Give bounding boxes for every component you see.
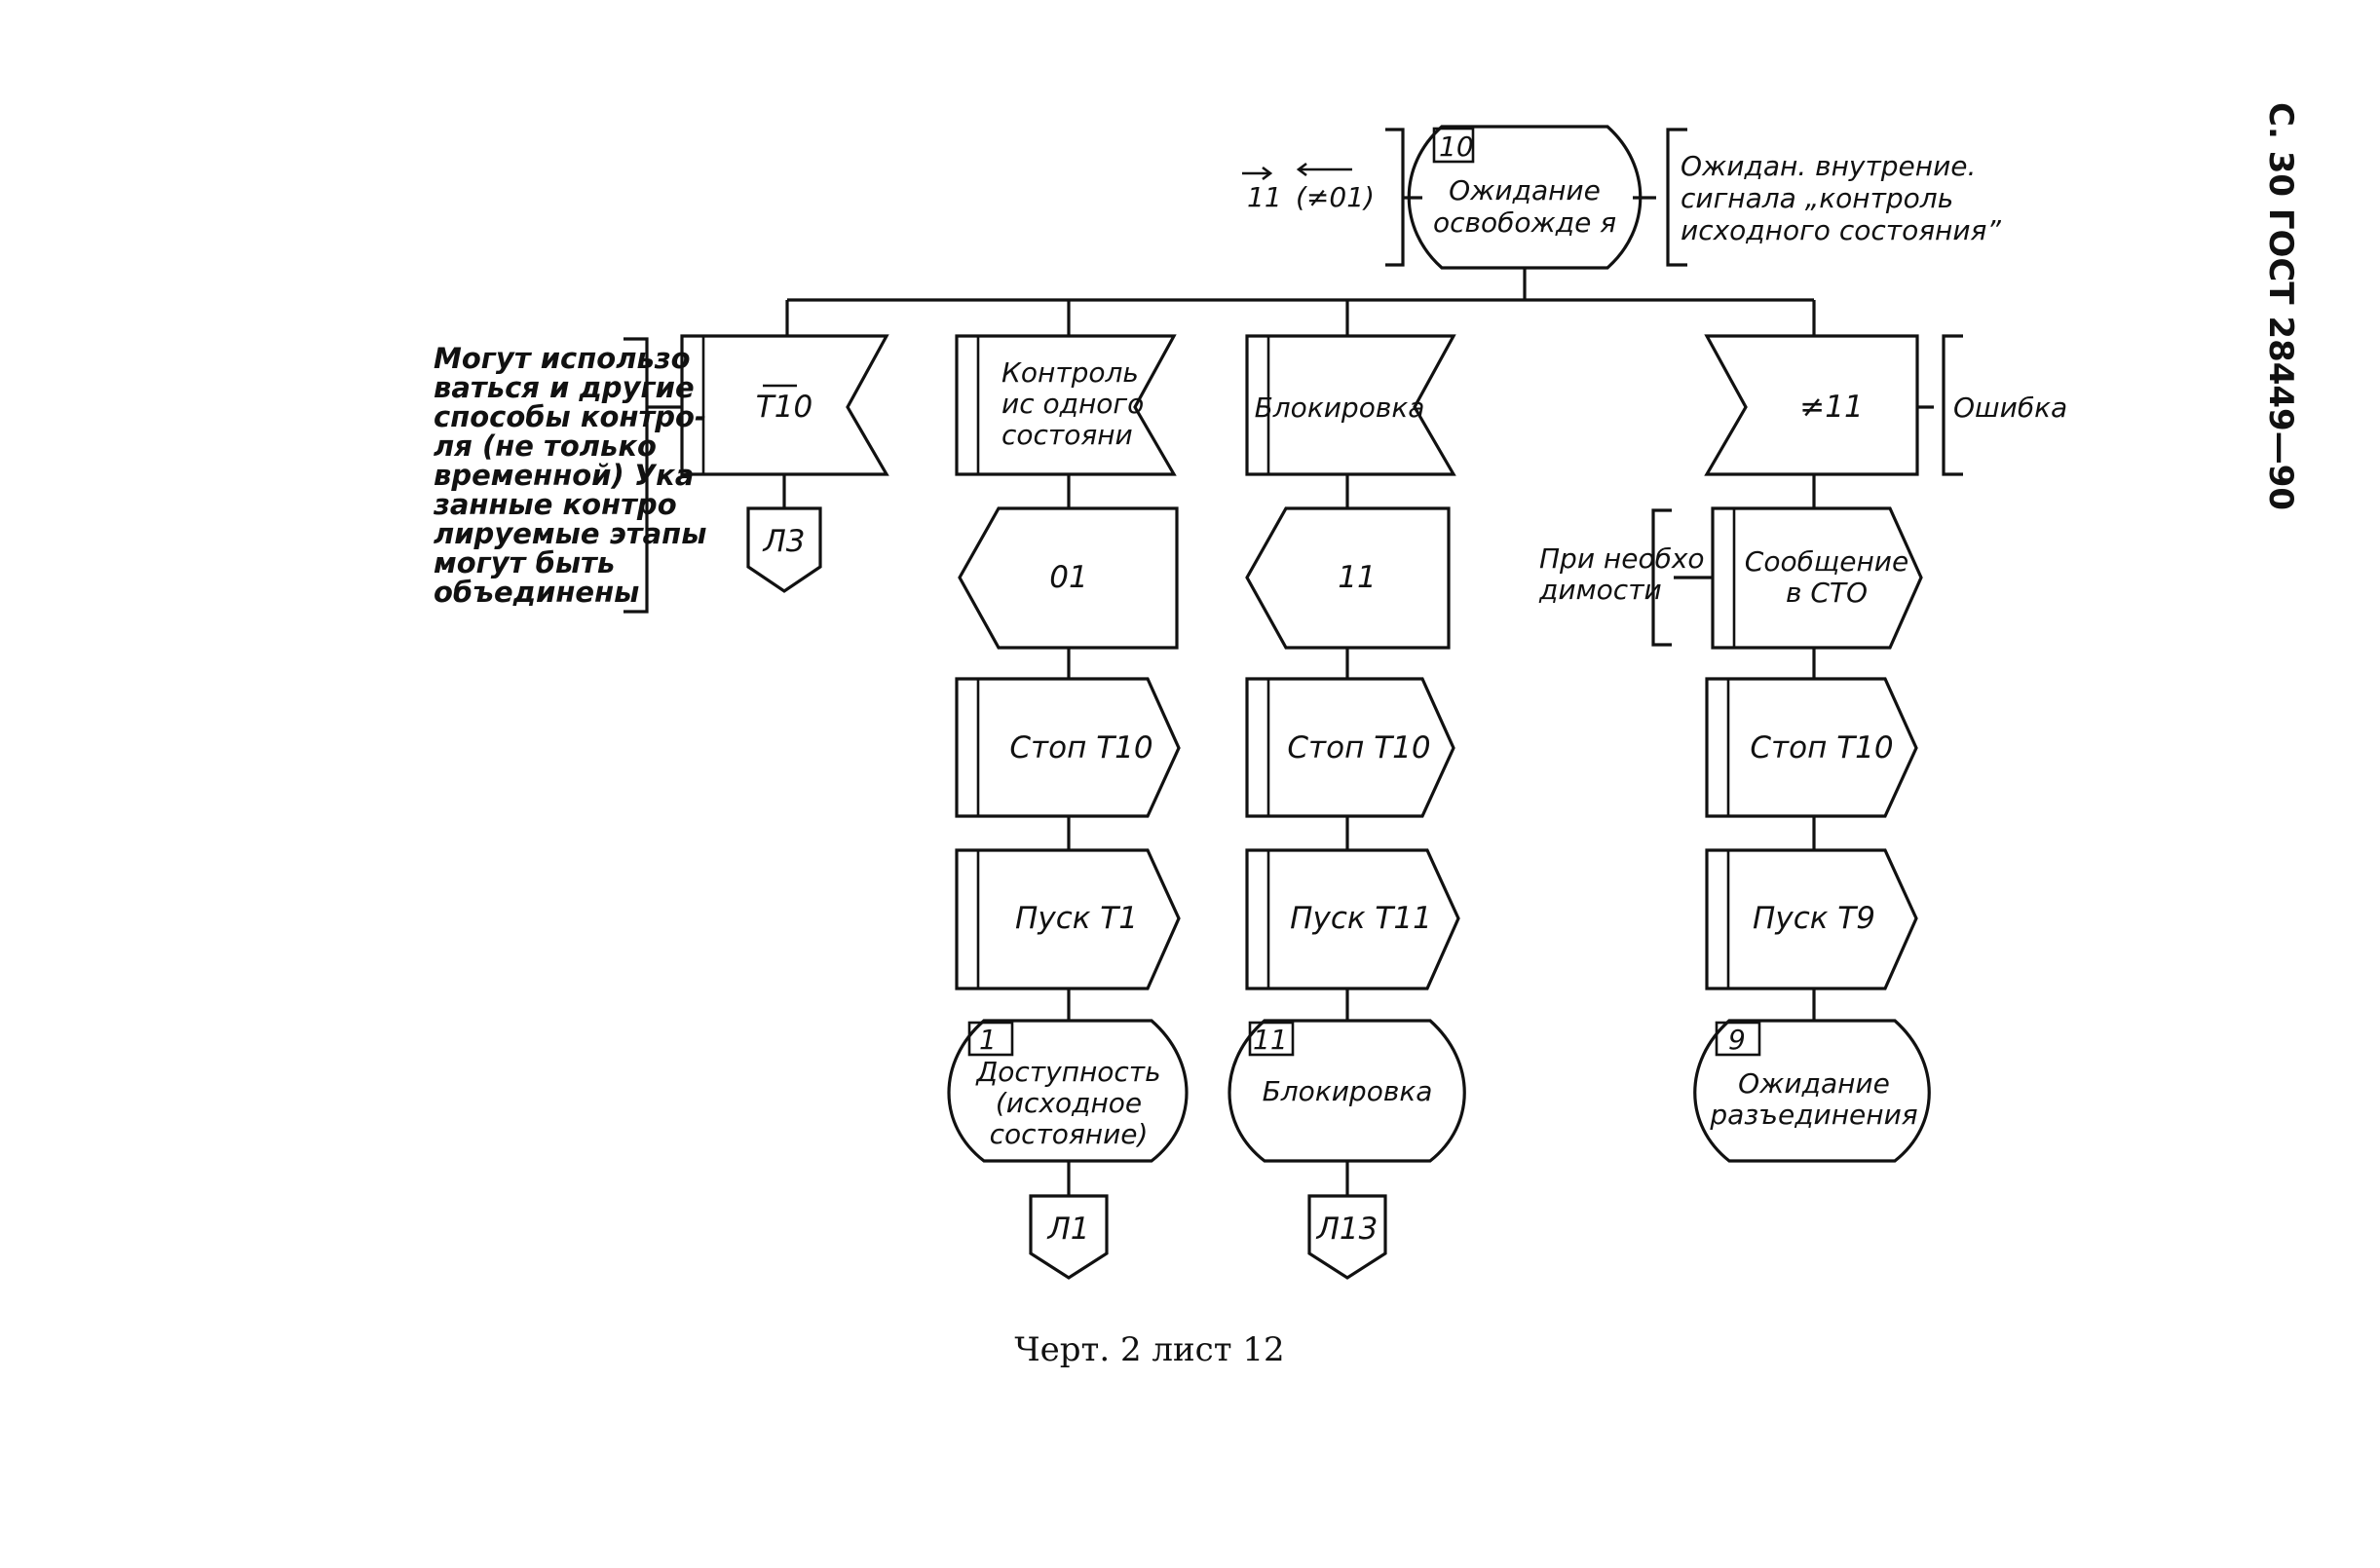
output-message-sto-label-2: в СТО <box>1786 577 1868 609</box>
connector-l3 <box>746 506 822 593</box>
task-stop-t10-c-label: Стоп T10 <box>1750 730 1893 765</box>
output-message-sto-comment-2: димости <box>1538 574 1662 606</box>
state-10-right-comment: Ожидан. внутрение. сигнала „контроль исх… <box>1633 128 2001 267</box>
state-10-right-comment-1: Ожидан. внутрение. <box>1681 150 1976 182</box>
input-not-11 <box>1704 334 1919 476</box>
state-9-label-2: разъединения <box>1709 1099 1917 1131</box>
state-1-number: 1 <box>979 1024 997 1056</box>
state-10-label-1: Ожидание <box>1449 174 1601 206</box>
connector-l13-label: Л13 <box>1316 1212 1379 1247</box>
state-10-comment-signal: 11 <box>1247 181 1282 213</box>
left-note-line-5: временной) Ука <box>434 459 694 492</box>
col4: ≠11 Ошибка Сообщение в СТО При необхо ди… <box>1538 334 2067 1163</box>
state-11-number: 11 <box>1253 1024 1288 1056</box>
output-11-label: 11 <box>1338 560 1376 595</box>
left-note-line-1: Могут использо <box>434 342 691 375</box>
col1: T10 Л3 <box>680 334 889 593</box>
task-stop-t10 <box>955 677 1181 818</box>
connector-l1 <box>1029 1194 1109 1280</box>
input-t10-label: T10 <box>756 390 812 425</box>
task-stop-t10-b <box>1245 677 1455 818</box>
connector-l13 <box>1307 1194 1387 1280</box>
output-message-sto <box>1711 506 1923 650</box>
figure-caption: Черт. 2 лист 12 <box>1014 1330 1284 1369</box>
task-start-t9-label: Пуск T9 <box>1753 901 1875 936</box>
output-message-sto-comment-1: При необхо <box>1539 542 1705 575</box>
left-note-line-7: лируемые этапы <box>434 517 706 550</box>
state-9 <box>1693 1019 1931 1163</box>
output-message-sto-label-1: Сообщение <box>1745 545 1908 578</box>
connector-l1-label: Л1 <box>1046 1212 1089 1247</box>
flow-bus <box>785 268 1816 336</box>
left-note-line-3: способы контро- <box>434 400 706 433</box>
left-note-line-8: могут быть <box>434 546 615 579</box>
state-1-label-3: состояние) <box>990 1118 1149 1150</box>
state-9-label-1: Ожидание <box>1738 1067 1890 1100</box>
state-10-right-comment-2: сигнала „контроль <box>1681 182 1953 214</box>
state-10-label-2: освобожде я <box>1433 206 1616 239</box>
task-start-t11-label: Пуск T11 <box>1290 901 1432 936</box>
input-blocking-label: Блокировка <box>1255 392 1425 424</box>
connector-l3-label: Л3 <box>762 524 805 559</box>
state-1-label-2: (исходное <box>996 1087 1142 1119</box>
input-control-label-3: состояни <box>1001 419 1133 451</box>
task-stop-t10-c <box>1705 677 1918 818</box>
input-control-label-2: ис одного <box>1001 388 1144 420</box>
state-9-number: 9 <box>1728 1024 1746 1056</box>
left-note: Могут использо ваться и другие способы к… <box>433 337 706 614</box>
output-01-label: 01 <box>1049 560 1087 595</box>
input-not-11-label: ≠11 <box>1799 390 1863 425</box>
state-10-number: 10 <box>1439 131 1474 163</box>
input-blocking <box>1245 334 1456 476</box>
output-11 <box>1245 506 1451 650</box>
input-control-label-1: Контроль <box>1001 356 1139 389</box>
task-start-t1-label: Пуск T1 <box>1015 901 1138 936</box>
state-11 <box>1228 1019 1466 1163</box>
left-note-line-6: занные контро <box>433 488 677 521</box>
input-not-11-comment: Ошибка <box>1953 392 2067 424</box>
output-01 <box>958 506 1179 650</box>
left-note-line-4: ля (не только <box>434 429 657 463</box>
state-10-right-comment-3: исходного состояния” <box>1681 214 2001 246</box>
col2: Контроль ис одного состояни 01 Стоп T10 … <box>947 334 1189 1280</box>
left-note-line-9: объединены <box>434 576 639 609</box>
input-t10 <box>680 334 889 476</box>
state-1 <box>947 1019 1189 1163</box>
task-stop-t10-label: Стоп T10 <box>1009 730 1152 765</box>
task-stop-t10-b-label: Стоп T10 <box>1287 730 1430 765</box>
task-start-t11 <box>1245 848 1460 990</box>
task-start-t1 <box>955 848 1181 990</box>
input-control-initial <box>955 334 1177 476</box>
col3: Блокировка 11 Стоп T10 Пуск T11 11 Блоки… <box>1228 334 1466 1280</box>
page-header: С. 30 ГОСТ 28449—90 <box>2261 102 2300 510</box>
state-10-left-comment: 11 (≠01) <box>1242 128 1422 267</box>
state-11-label: Блокировка <box>1263 1075 1433 1107</box>
state-10: 10 Ожидание освобожде я <box>1407 125 1643 270</box>
task-start-t9 <box>1705 848 1918 990</box>
left-note-line-2: ваться и другие <box>434 371 695 404</box>
state-10-comment-signal-alt: (≠01) <box>1296 181 1375 213</box>
state-1-label-1: Доступность <box>974 1056 1160 1088</box>
